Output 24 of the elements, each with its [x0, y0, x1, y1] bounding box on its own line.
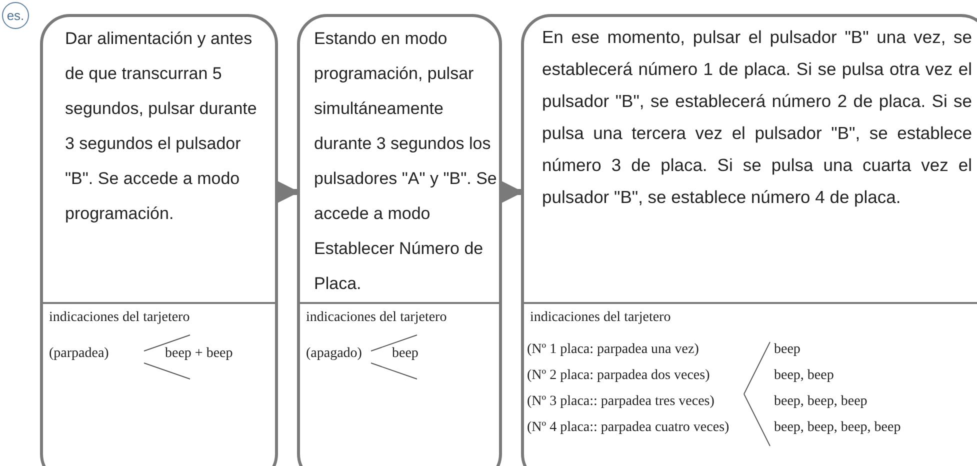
step-text: En ese momento, pulsar el pulsador "B" una vez, se establecerá número 1 de placa. Si se pulsa otra vez el pulsador "B", se establecerá número 2 de placa. Si se pulsa una tercera vez el pulsador "B", se establece número 3 de placa. Si se pulsa una cuarta vez el pulsador "B", se establece número 4 de placa. [542, 26, 972, 209]
sound-text: beep + beep [165, 346, 233, 362]
sound-text: beep, beep [774, 368, 834, 384]
arrow [499, 180, 524, 204]
section-heading: indicaciones del tarjetero [530, 310, 671, 326]
step-text: Dar alimentación y antes de que transcurran 5 segundos, pulsar durante 3 segundos el pulsador "B". Se accede a modo programación. [65, 28, 258, 225]
status-text: (parpadea) [49, 346, 109, 362]
status-text: (apagado) [306, 346, 362, 362]
status-text: (Nº 3 placa:: parpadea tres veces) [527, 394, 714, 410]
sound-text: beep [774, 342, 800, 358]
badge: es. [2, 2, 29, 29]
process-box [297, 14, 502, 466]
arrow [275, 180, 300, 204]
section-heading: indicaciones del tarjetero [49, 310, 190, 326]
sound-text: beep, beep, beep [774, 394, 868, 410]
status-text: (Nº 4 placa:: parpadea cuatro veces) [527, 420, 730, 436]
process-box [40, 14, 278, 466]
sound-text: beep [392, 346, 418, 362]
sound-text: beep, beep, beep, beep [774, 420, 901, 436]
section-heading: indicaciones del tarjetero [306, 310, 447, 326]
process-box [521, 14, 977, 466]
status-text: (Nº 1 placa: parpadea una vez) [527, 342, 699, 358]
status-text: (Nº 2 placa: parpadea dos veces) [527, 368, 710, 384]
step-text: Estando en modo programación, pulsar simultáneamente durante 3 segundos los pulsadores "A" y "B". Se accede a modo Establecer Número de Placa. [314, 28, 498, 295]
